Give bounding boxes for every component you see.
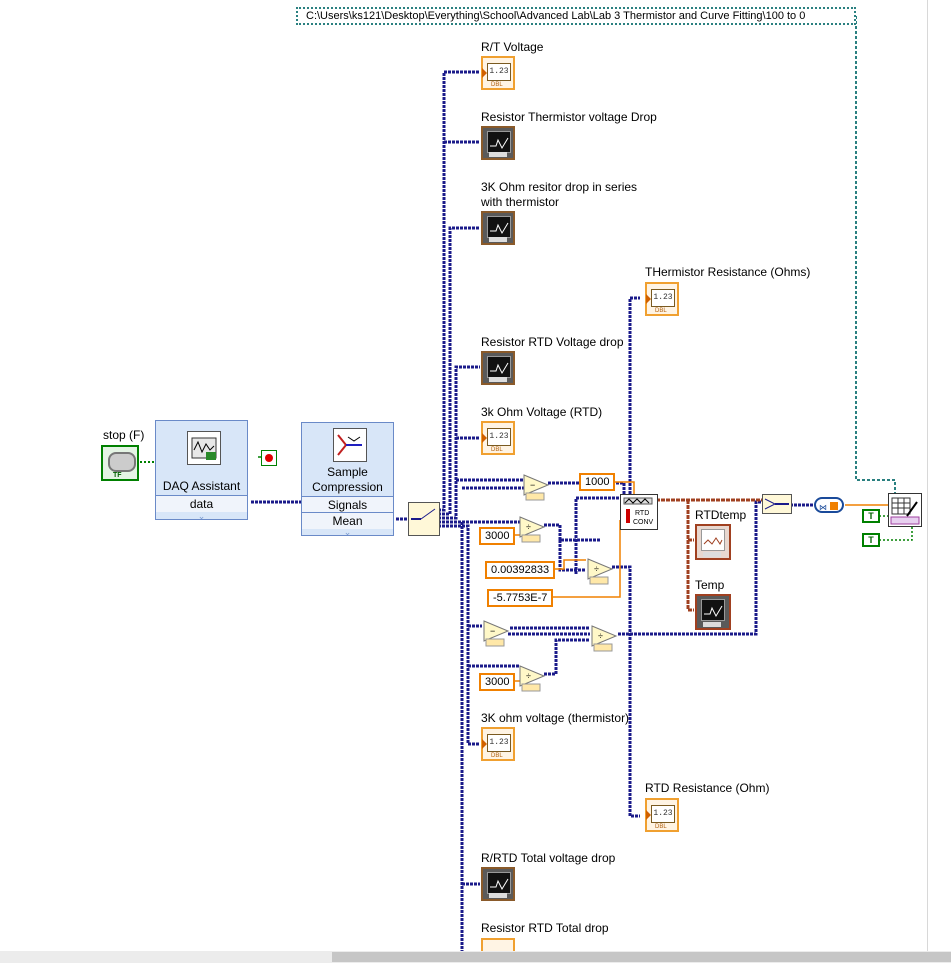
numeric-value: 1.23	[487, 734, 511, 752]
numeric-value: 1.23	[487, 63, 511, 81]
scroll-thumb[interactable]	[332, 952, 951, 962]
divide-operator-1[interactable]: ÷	[518, 515, 546, 548]
write-file-icon[interactable]	[888, 493, 922, 527]
ohm3k-drop-label-1: 3K Ohm resitor drop in series	[481, 180, 638, 194]
stop-control[interactable]: TF	[101, 445, 139, 481]
expand-chevron-icon[interactable]: ⌄	[343, 527, 352, 537]
ohm3k-drop-graph[interactable]	[481, 211, 515, 245]
stop-icon	[261, 450, 277, 466]
split-signals-node[interactable]	[408, 502, 440, 536]
svg-text:÷: ÷	[526, 671, 531, 681]
ohm3k-therm-label: 3K ohm voltage (thermistor)	[481, 711, 630, 725]
rtd-conv-icon[interactable]: RTD CONV	[620, 494, 658, 530]
dbl-tag: DBL	[655, 308, 667, 314]
compression-title-1: Sample	[327, 465, 368, 479]
compression-title-2: Compression	[312, 480, 383, 494]
res-rtd-total-indicator[interactable]	[481, 938, 515, 951]
waveform-icon	[187, 431, 221, 465]
rrtd-total-graph[interactable]	[481, 867, 515, 901]
daq-assistant-vi[interactable]: DAQ Assistant data ⌄	[155, 420, 248, 521]
therm-resistance-label: THermistor Resistance (Ohms)	[645, 265, 811, 279]
sample-compression-vi[interactable]: Sample Compression Signals Mean ⌄	[301, 422, 394, 537]
constant-3000-a[interactable]: 3000	[479, 527, 516, 545]
constant-alpha[interactable]: 0.00392833	[485, 561, 556, 579]
stop-label: stop (F)	[103, 428, 145, 442]
svg-text:−: −	[530, 480, 535, 490]
daq-title: DAQ Assistant	[162, 479, 241, 493]
res-rtd-drop-graph[interactable]	[481, 351, 515, 385]
numeric-value: 1.23	[487, 428, 511, 446]
expand-chevron-icon[interactable]: ⌄	[197, 511, 206, 521]
dbl-tag: DBL	[491, 753, 503, 759]
constant-3000-b[interactable]: 3000	[479, 673, 516, 691]
res-therm-drop-graph[interactable]	[481, 126, 515, 160]
res-rtd-drop-label: Resistor RTD Voltage drop	[481, 335, 624, 349]
dbl-tag: DBL	[491, 447, 503, 453]
temp-label: Temp	[695, 578, 725, 592]
res-rtd-total-label: Resistor RTD Total drop	[481, 921, 609, 935]
to-dynamic-icon[interactable]: ⋈	[814, 497, 844, 513]
true-constant-1[interactable]: T	[862, 509, 880, 523]
ohm3k-drop-label-2: with thermistor	[481, 195, 560, 209]
compression-mean-terminal[interactable]: Mean	[302, 512, 393, 529]
constant-1000[interactable]: 1000	[579, 473, 616, 491]
svg-text:÷: ÷	[594, 564, 599, 574]
true-constant-2[interactable]: T	[862, 533, 880, 547]
dbl-tag: DBL	[655, 824, 667, 830]
rtdtemp-chart[interactable]	[695, 524, 731, 560]
ohm3k-rtd-label: 3k Ohm Voltage (RTD)	[481, 405, 603, 419]
numeric-value: 1.23	[651, 289, 675, 307]
temp-graph[interactable]	[695, 594, 731, 630]
daq-data-terminal[interactable]: data	[156, 495, 247, 512]
horizontal-scrollbar[interactable]	[0, 951, 951, 963]
svg-text:⋈: ⋈	[819, 503, 827, 512]
divide-operator-2[interactable]: ÷	[586, 557, 614, 590]
vertical-scrollbar[interactable]	[927, 0, 951, 951]
constant-beta[interactable]: -5.7753E-7	[487, 589, 554, 607]
dbl-tag: DBL	[491, 82, 503, 88]
rrtd-total-label: R/RTD Total voltage drop	[481, 851, 616, 865]
svg-text:−: −	[490, 626, 495, 636]
stop-tag: TF	[113, 472, 122, 479]
svg-text:÷: ÷	[526, 522, 531, 532]
svg-text:RTD: RTD	[635, 510, 649, 517]
rtd-resistance-label: RTD Resistance (Ohm)	[645, 781, 770, 795]
compression-icon	[333, 428, 367, 462]
rt-voltage-label: R/T Voltage	[481, 40, 544, 54]
toggle-icon	[108, 452, 136, 472]
rtdtemp-label: RTDtemp	[695, 508, 747, 522]
svg-text:÷: ÷	[598, 631, 603, 641]
merge-icon[interactable]	[762, 494, 792, 514]
res-therm-drop-label: Resistor Thermistor voltage Drop	[481, 110, 657, 124]
subtract-operator-2[interactable]: −	[482, 619, 510, 652]
file-path-constant[interactable]: C:\Users\ks121\Desktop\Everything\School…	[296, 7, 856, 25]
divide-operator-4[interactable]: ÷	[518, 664, 546, 697]
subtract-operator[interactable]: −	[522, 473, 550, 506]
compression-signals-terminal[interactable]: Signals	[302, 496, 393, 513]
divide-operator-3[interactable]: ÷	[590, 624, 618, 657]
svg-text:CONV: CONV	[633, 519, 654, 526]
numeric-value: 1.23	[651, 805, 675, 823]
file-path-text: C:\Users\ks121\Desktop\Everything\School…	[306, 10, 806, 22]
